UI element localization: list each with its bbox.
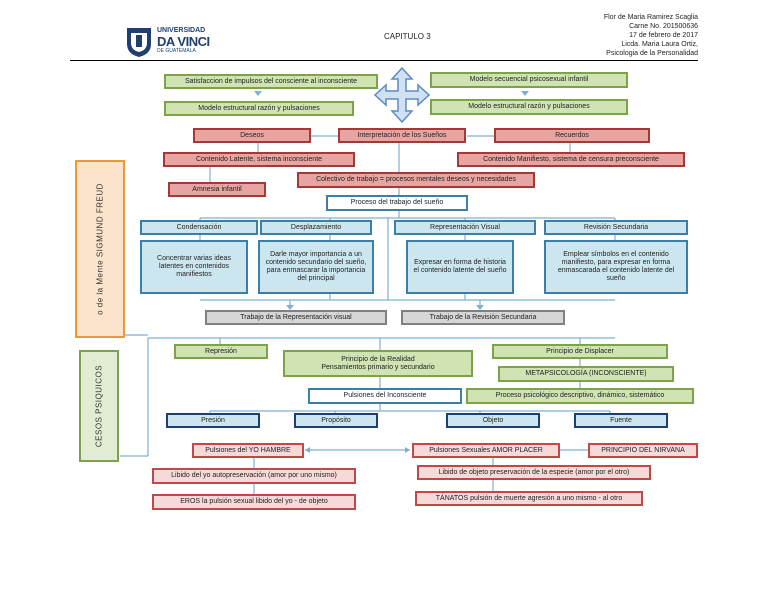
sigmund-freud-sidebar: o de la Mente SIGMUND FREUD bbox=[75, 160, 125, 338]
contenido-latente-box: Contenido Latente, sistema inconsciente bbox=[163, 152, 355, 167]
fuente-box: Fuente bbox=[574, 413, 668, 428]
revision-desc-box: Emplear símbolos en el contenido manifie… bbox=[544, 240, 688, 294]
procesos-psiquicos-label: CESOS PSIQUICOS bbox=[94, 364, 104, 448]
represion-box: Represión bbox=[174, 344, 268, 359]
representacion-desc-box: Expresar en forma de historia el conteni… bbox=[406, 240, 514, 294]
representacion-visual-box: Representación Visual bbox=[394, 220, 536, 235]
proceso-psicologico-box: Proceso psicológico descriptivo, dinámic… bbox=[466, 388, 694, 404]
desplazamiento-box: Desplazamiento bbox=[260, 220, 372, 235]
revision-secundaria-box: Revisión Secundaria bbox=[544, 220, 688, 235]
pulsiones-sexuales-box: Pulsiones Sexuales AMOR PLACER bbox=[412, 443, 560, 458]
proposito-box: Propósito bbox=[294, 413, 378, 428]
logo-line3: DE GUATEMALA bbox=[157, 48, 196, 54]
interpretacion-suenos-box: Interpretación de los Sueños bbox=[338, 128, 466, 143]
principio-realidad-label: Principio de la Realidad bbox=[341, 355, 415, 363]
teacher-name: Licda. Maria Laura Ortiz, bbox=[621, 41, 698, 48]
logo-line2: DA VINCI bbox=[157, 34, 210, 49]
sigmund-freud-label: o de la Mente SIGMUND FREUD bbox=[95, 183, 105, 315]
libido-objeto-box: Libido de objeto preservación de la espe… bbox=[417, 465, 651, 480]
university-logo: UNIVERSIDAD DA VINCI DE GUATEMALA bbox=[125, 26, 215, 58]
course-name: Psicologia de la Personalidad bbox=[606, 50, 698, 57]
logo-line1: UNIVERSIDAD bbox=[157, 27, 206, 34]
modelo-estructural-left-box: Modelo estructural razón y pulsaciones bbox=[164, 101, 354, 116]
recuerdos-box: Recuerdos bbox=[494, 128, 650, 143]
page-title: CAPITULO 3 bbox=[384, 32, 431, 41]
amnesia-infantil-box: Amnesia infantil bbox=[168, 182, 266, 197]
colectivo-trabajo-box: Colectivo de trabajo = procesos mentales… bbox=[297, 172, 535, 188]
proceso-trabajo-sueno-box: Proceso del trabajo del sueño bbox=[326, 195, 468, 211]
satisfaccion-box: Satisfaccion de impulsos del consciente … bbox=[164, 74, 378, 89]
trabajo-representacion-box: Trabajo de la Representación visual bbox=[205, 310, 387, 325]
modelo-estructural-right-box: Modelo estructural razón y pulsaciones bbox=[430, 99, 628, 115]
trabajo-revision-box: Trabajo de la Revisión Secundaria bbox=[401, 310, 565, 325]
metapsicologia-box: METAPSICOLOGÍA (INCONSCIENTE) bbox=[498, 366, 674, 382]
procesos-psiquicos-sidebar: CESOS PSIQUICOS bbox=[79, 350, 119, 462]
deseos-box: Deseos bbox=[193, 128, 311, 143]
objeto-box: Objeto bbox=[446, 413, 540, 428]
presion-box: Presión bbox=[166, 413, 260, 428]
libido-yo-box: Libido del yo autopreservación (amor por… bbox=[152, 468, 356, 484]
pensamientos-label: Pensamientos primario y secundario bbox=[321, 363, 435, 371]
date-text: 17 de febrero de 2017 bbox=[629, 32, 698, 39]
header-divider bbox=[70, 60, 698, 61]
author-name: Flor de Maria Ramirez Scaglia bbox=[603, 14, 698, 21]
desplazamiento-desc-box: Darle mayor importancia a un contenido s… bbox=[258, 240, 374, 294]
principio-realidad-box: Principio de la Realidad Pensamientos pr… bbox=[283, 350, 473, 377]
condensacion-box: Condensación bbox=[140, 220, 258, 235]
tanatos-box: TÁNATOS pulsión de muerte agresión a uno… bbox=[415, 491, 643, 506]
pulsiones-inconsciente-box: Pulsiones del Inconsciente bbox=[308, 388, 462, 404]
four-way-arrow-icon bbox=[374, 67, 430, 123]
principio-displacer-box: Principio de Displacer bbox=[492, 344, 668, 359]
principio-nirvana-box: PRINCIPIO DEL NIRVANA bbox=[588, 443, 698, 458]
pulsiones-yo-box: Pulsiones del YO HAMBRE bbox=[192, 443, 304, 458]
carne-number: Carne No. 201500636 bbox=[629, 23, 698, 30]
shield-icon bbox=[127, 28, 151, 57]
contenido-manifiesto-box: Contenido Manifiesto, sistema de censura… bbox=[457, 152, 685, 167]
modelo-secuencial-box: Modelo secuencial psicosexual infantil bbox=[430, 72, 628, 88]
condensacion-desc-box: Concentrar varias ideas latentes en cont… bbox=[140, 240, 248, 294]
eros-box: EROS la pulsión sexual libido del yo - d… bbox=[152, 494, 356, 510]
